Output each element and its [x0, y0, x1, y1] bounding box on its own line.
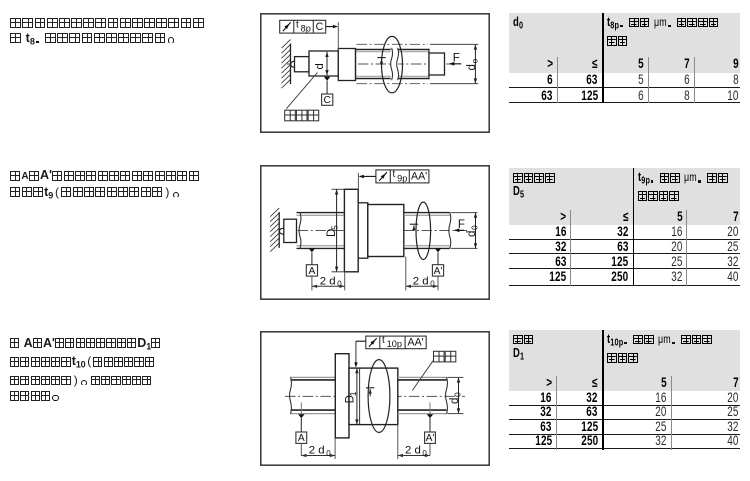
svg-text:d: d	[465, 231, 477, 237]
svg-text:9p: 9p	[397, 173, 407, 183]
svg-text:D: D	[344, 395, 356, 403]
svg-text:0: 0	[326, 449, 331, 458]
svg-text:2 d: 2 d	[405, 445, 421, 457]
svg-text:D: D	[325, 229, 337, 237]
svg-text:t: t	[382, 335, 385, 346]
svg-text:AA': AA'	[407, 337, 423, 349]
svg-text:d: d	[314, 63, 326, 69]
svg-text:0: 0	[469, 225, 479, 230]
svg-text:t: t	[392, 169, 395, 180]
svg-text:0: 0	[452, 392, 462, 397]
svg-text:A': A'	[433, 266, 442, 277]
svg-text:A: A	[308, 266, 315, 277]
svg-text:1: 1	[348, 391, 358, 396]
svg-text:2 d: 2 d	[319, 275, 335, 287]
svg-text:F: F	[452, 52, 459, 65]
svg-text:d: d	[465, 64, 477, 70]
svg-text:0: 0	[430, 280, 435, 289]
svg-text:2 d: 2 d	[412, 275, 428, 287]
svg-text:t: t	[296, 19, 299, 30]
svg-text:2 d: 2 d	[308, 445, 324, 457]
svg-text:5: 5	[329, 225, 339, 230]
svg-text:C: C	[323, 95, 330, 106]
svg-text:AA': AA'	[411, 171, 427, 183]
svg-text:8p: 8p	[300, 24, 310, 34]
svg-text:d: d	[448, 398, 460, 404]
svg-text:A: A	[297, 433, 304, 444]
svg-text:o: o	[469, 58, 479, 63]
svg-text:10p: 10p	[386, 339, 401, 349]
svg-text:0: 0	[422, 449, 427, 458]
svg-text:C: C	[315, 21, 323, 33]
svg-text:0: 0	[337, 280, 342, 289]
svg-text:F: F	[457, 218, 464, 231]
svg-text:A': A'	[425, 433, 434, 444]
